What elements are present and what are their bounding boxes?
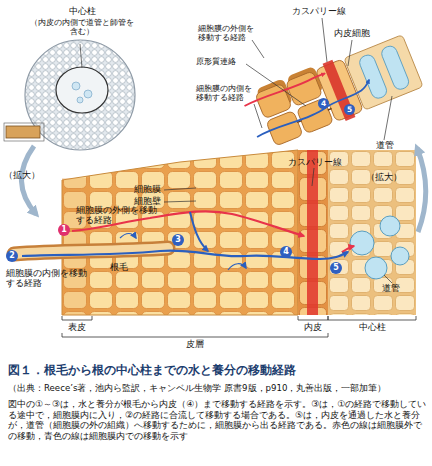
vessel xyxy=(84,90,92,98)
source-note: （出典：Reece’s著，池内ら監訳，キャンベル生物学 原書9版，p910，丸善… xyxy=(8,383,428,393)
leader-line xyxy=(384,275,392,283)
endodermis-inset xyxy=(240,31,424,154)
bracket xyxy=(298,316,328,320)
callout-number: 4 xyxy=(318,98,329,109)
part-label: 根毛 xyxy=(110,262,142,272)
bracket xyxy=(328,316,416,320)
callout-number: 5 xyxy=(330,262,342,274)
region-label: 皮層 xyxy=(150,339,240,349)
bracket xyxy=(62,316,92,320)
callout-number: 5 xyxy=(344,104,355,115)
path-label: 細胞膜の内側を移動する経路 xyxy=(196,84,256,103)
enlarge-label: （拡大） xyxy=(366,172,418,183)
root-cross-section xyxy=(25,40,135,150)
vessel xyxy=(391,247,409,265)
endodermis-layer xyxy=(298,150,328,315)
part-label: 道管 xyxy=(376,140,408,150)
central-cylinder xyxy=(56,67,108,113)
part-label: 中心柱 xyxy=(50,6,114,17)
part-label: 道管 xyxy=(382,283,414,293)
apoplast-path xyxy=(244,73,325,107)
leader-line xyxy=(164,201,196,202)
enlarge-label: （拡大） xyxy=(4,170,56,181)
callout-number: 4 xyxy=(280,246,292,258)
leader-line xyxy=(322,18,327,62)
plasmodesma xyxy=(328,108,332,110)
explanation-note: 図中の①～③は，水と養分が根毛から内皮（④）まで移動する経路を示す。③は，①の経… xyxy=(8,399,428,441)
vessel xyxy=(380,216,400,236)
leader-line xyxy=(80,44,82,68)
region-label: 表皮 xyxy=(58,322,96,332)
cytoplasm-flow xyxy=(228,264,246,270)
magnify-frame xyxy=(4,123,44,141)
part-label: 細胞膜 xyxy=(134,184,174,194)
part-label: 細胞壁 xyxy=(134,196,174,206)
cortex-tissue xyxy=(62,150,298,315)
figure-caption: 図１．根毛から根の中心柱までの水と養分の移動経路 xyxy=(8,364,428,378)
enlarge-arrow xyxy=(417,148,426,232)
vessel xyxy=(365,257,387,279)
symplast-path xyxy=(22,250,348,259)
vessel xyxy=(350,231,374,255)
bracket xyxy=(62,333,328,337)
crossing-path xyxy=(190,212,208,251)
leader-line xyxy=(312,168,314,186)
leader-line xyxy=(254,104,262,128)
exit-path xyxy=(342,246,354,252)
leader-line xyxy=(348,40,352,66)
stele-cell xyxy=(344,35,423,111)
callout-number: 3 xyxy=(172,234,184,246)
path-label: 細胞膜の外側を移動する経路 xyxy=(76,205,158,225)
cortex-cell xyxy=(266,110,303,146)
callout-number: 2 xyxy=(6,250,18,262)
part-note: （内皮の内側で道管と師管を含む） xyxy=(30,18,134,37)
region-label: 内皮 xyxy=(294,322,332,332)
leader-line xyxy=(164,188,196,190)
callout-number: 1 xyxy=(58,224,70,236)
leader-line xyxy=(384,96,392,140)
part-label: 原形質連絡 xyxy=(196,57,248,66)
symplast-path xyxy=(253,80,374,138)
path-label: 細胞膜の外側を移動する経路 xyxy=(198,24,258,43)
casparian-strip xyxy=(307,150,318,315)
region-label: 中心柱 xyxy=(340,322,404,332)
path-label: 細胞膜の内側を移動する経路 xyxy=(6,268,90,288)
magnified-region xyxy=(6,126,40,138)
vessel xyxy=(380,44,411,91)
leader-line xyxy=(246,64,306,106)
part-label: カスパリー線 xyxy=(292,6,364,16)
part-label: 内皮細胞 xyxy=(334,28,382,38)
vessel xyxy=(72,82,80,90)
part-label: カスパリー線 xyxy=(288,157,360,167)
leader-line xyxy=(252,40,264,58)
vessel xyxy=(77,97,83,103)
cytoplasm-flow xyxy=(120,234,136,239)
